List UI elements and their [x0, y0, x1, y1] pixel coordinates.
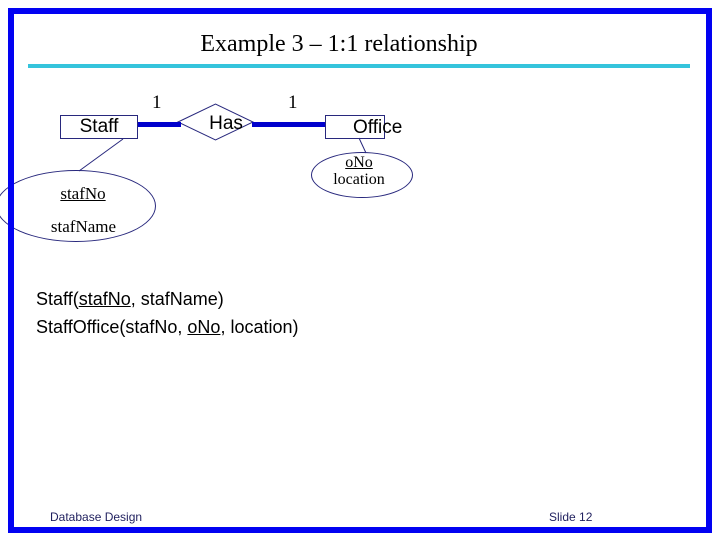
schema-staffoffice-prefix: StaffOffice(stafNo, — [36, 317, 188, 337]
entity-staff: Staff — [60, 115, 138, 139]
connector-office-attributes — [358, 137, 367, 154]
schema-staffoffice-suffix: , location) — [220, 317, 299, 337]
schema-staff-key: stafNo — [78, 289, 131, 309]
staff-attribute-ellipse — [0, 170, 156, 242]
attribute-ono: oNo — [345, 154, 373, 171]
title-rule — [28, 64, 690, 68]
connector-staff-attributes — [78, 138, 124, 172]
schema-staffoffice-key: oNo — [187, 317, 221, 337]
schema-staff-prefix: Staff( — [36, 289, 79, 309]
cardinality-right: 1 — [288, 92, 298, 113]
schema-line-staffoffice: StaffOffice(stafNo, oNo, location) — [36, 317, 298, 338]
relationship-label: Has — [209, 113, 243, 134]
attribute-location: location — [333, 171, 385, 188]
attribute-stafname: stafName — [50, 217, 117, 236]
attribute-stafno: stafNo — [60, 184, 106, 203]
entity-office: Office — [325, 115, 402, 139]
slide-title: Example 3 – 1:1 relationship — [200, 31, 478, 57]
relationship-line-right — [252, 122, 325, 127]
relationship-line-left — [138, 122, 181, 127]
entity-office-label: Office — [353, 117, 403, 138]
footer-course-name: Database Design — [50, 510, 143, 524]
schema-staff-suffix: , stafName) — [130, 289, 224, 309]
office-attribute-ellipse — [311, 152, 413, 198]
entity-staff-label: Staff — [79, 116, 119, 137]
footer-slide-number: Slide 12 — [549, 510, 593, 524]
cardinality-left: 1 — [152, 92, 162, 113]
schema-line-staff: Staff(stafNo, stafName) — [36, 289, 224, 310]
